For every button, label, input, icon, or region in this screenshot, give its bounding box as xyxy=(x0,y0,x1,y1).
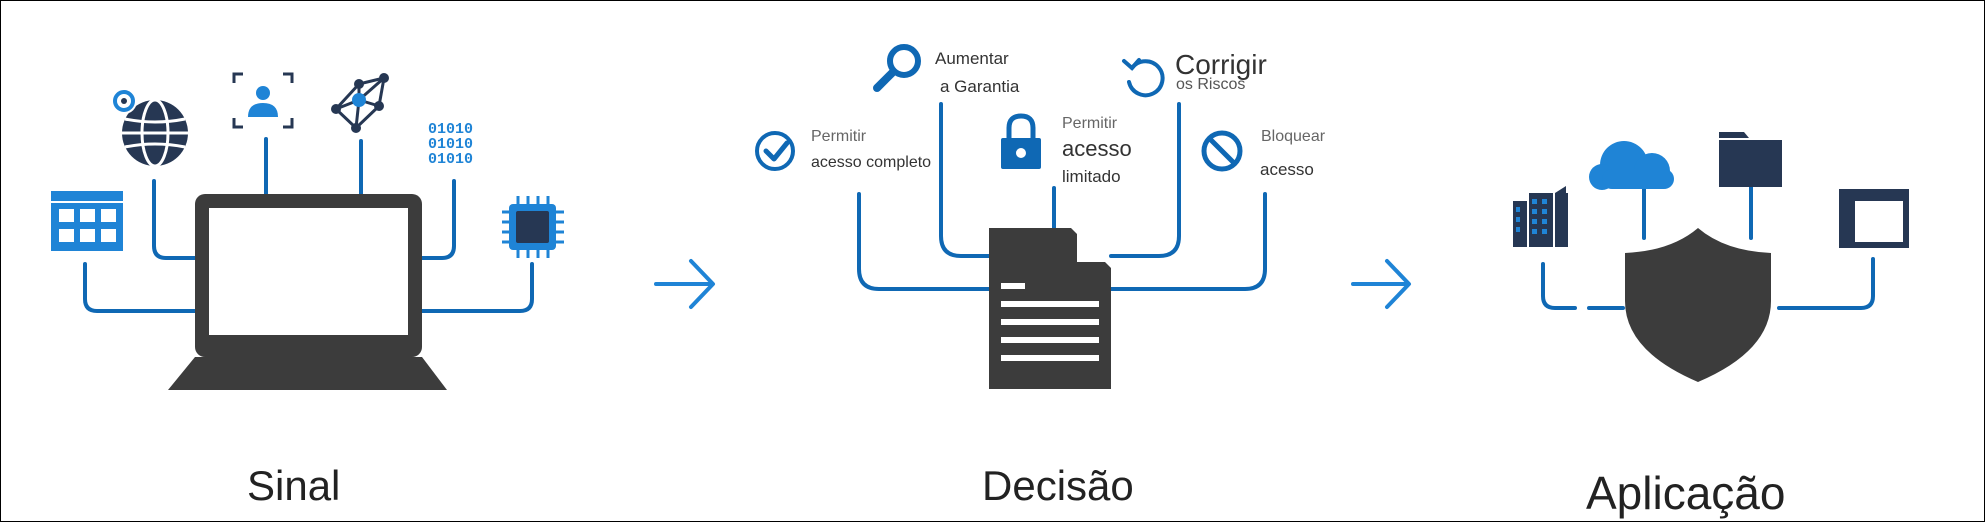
refresh-icon xyxy=(1122,58,1165,98)
chip-icon xyxy=(502,196,564,258)
increase-assurance-label-1: Aumentar xyxy=(935,49,1009,68)
enforcement-heading: Aplicação xyxy=(1586,467,1786,519)
network-nodes-icon xyxy=(331,73,389,133)
allow-limited-label-3: limitado xyxy=(1062,167,1121,186)
svg-text:01010: 01010 xyxy=(428,151,473,168)
globe-location-icon xyxy=(111,88,188,168)
cloud-icon xyxy=(1589,141,1674,190)
window-icon xyxy=(1839,189,1909,248)
block-label-1: Bloquear xyxy=(1261,128,1326,145)
arrow-right-icon xyxy=(654,259,715,309)
binary-data-icon: 01010 01010 01010 xyxy=(428,121,473,168)
svg-text:01010: 01010 xyxy=(428,136,473,153)
decision-connectors xyxy=(857,102,1267,291)
lock-icon xyxy=(1001,113,1041,169)
checkmark-icon xyxy=(755,131,795,171)
document-icon xyxy=(989,228,1111,389)
signal-heading: Sinal xyxy=(247,462,341,509)
shield-icon xyxy=(1625,228,1771,382)
increase-assurance-label-2: a Garantia xyxy=(940,77,1020,96)
allow-full-label-1: Permitir xyxy=(811,128,867,145)
folder-icon xyxy=(1719,132,1782,187)
svg-text:01010: 01010 xyxy=(428,121,473,138)
decision-heading: Decisão xyxy=(982,462,1134,509)
user-scan-icon xyxy=(232,72,294,129)
allow-limited-label-2: acesso xyxy=(1062,136,1132,161)
app-grid-icon xyxy=(51,191,123,251)
magnifier-icon xyxy=(873,44,921,92)
block-label-2: acesso xyxy=(1260,160,1314,179)
fix-risks-label-2: os Riscos xyxy=(1176,76,1246,93)
buildings-icon xyxy=(1513,186,1568,247)
fix-risks-label-1: Corrigir xyxy=(1175,49,1267,80)
enforcement-connectors xyxy=(1541,181,1875,310)
allow-full-label-2: acesso completo xyxy=(811,154,932,171)
block-icon xyxy=(1201,130,1243,172)
arrow-right-icon xyxy=(1351,259,1411,309)
allow-limited-label-1: Permitir xyxy=(1062,115,1118,132)
signal-connectors xyxy=(83,137,534,313)
laptop-icon xyxy=(168,194,447,390)
